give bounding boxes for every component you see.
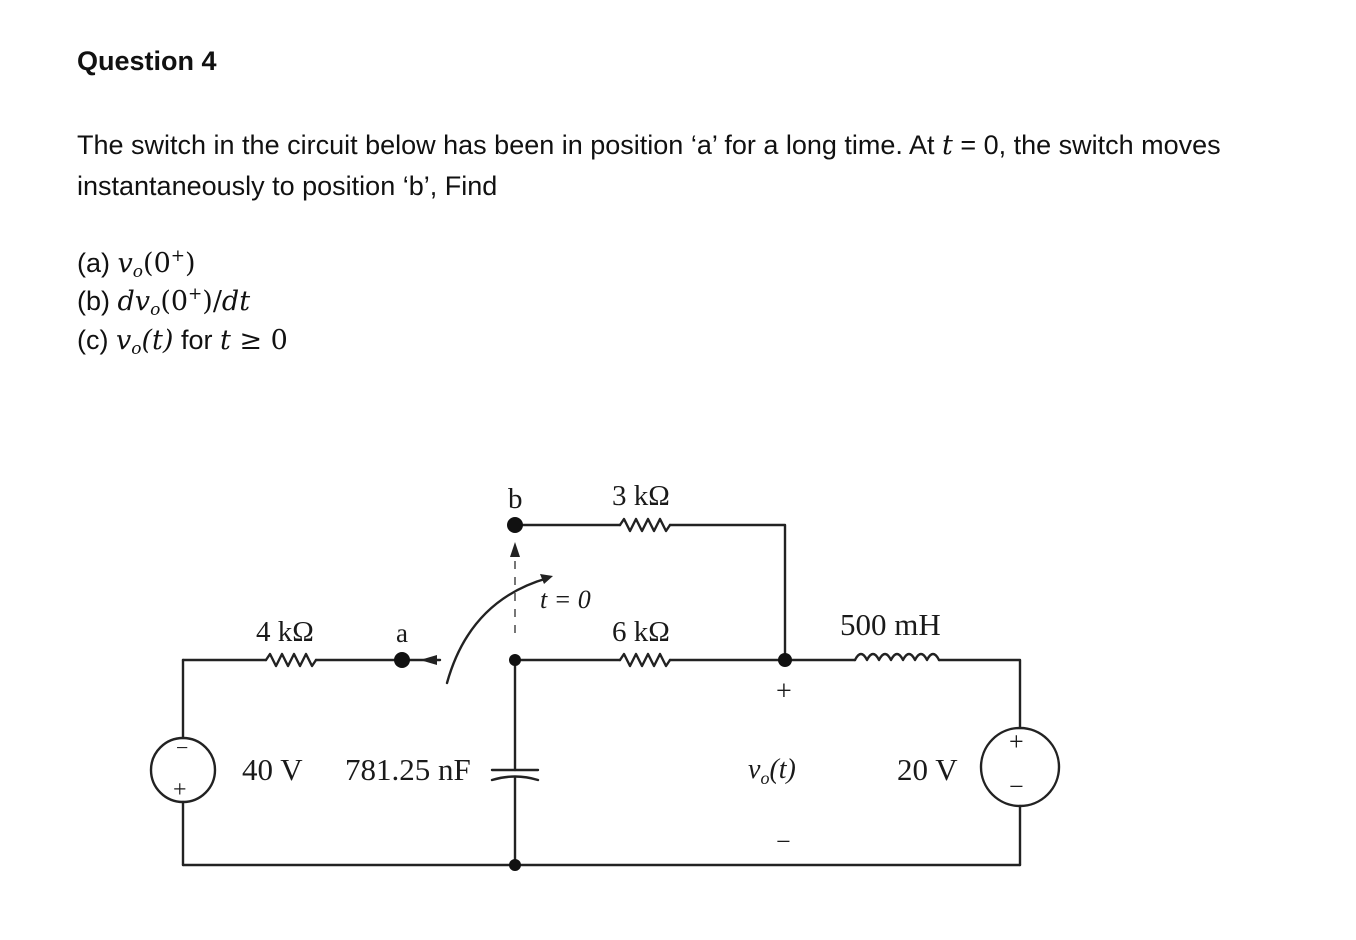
label-vo-v: v — [748, 754, 761, 785]
part-b-dv: dv — [117, 286, 151, 317]
label-node-b: b — [508, 483, 523, 515]
statement-text-2: = 0, the switch moves instantaneously to… — [77, 130, 1221, 201]
label-4k: 4 kΩ — [256, 616, 314, 648]
node-b-dot — [507, 517, 523, 533]
part-a-arg-close: ) — [185, 248, 196, 279]
label-vo-plus: + — [776, 676, 792, 707]
part-a-v: v — [117, 248, 133, 279]
label-vo-arg: (t) — [769, 754, 795, 785]
part-c-arg: (t) — [141, 325, 174, 356]
part-a-label: (a) — [77, 248, 110, 278]
part-c: (c) vo(t) for t ≥ 0 — [77, 320, 288, 361]
part-b: (b) dvo(0+)/dt — [77, 281, 250, 322]
part-b-sub: o — [150, 300, 161, 320]
label-6k: 6 kΩ — [612, 616, 670, 648]
label-vo-minus: − — [776, 827, 791, 856]
source-40v-minus: − — [176, 735, 188, 760]
statement-t-variable: t — [941, 130, 953, 161]
question-heading: Question 4 — [77, 46, 217, 76]
switch-arrowhead-a — [420, 655, 437, 665]
part-b-label: (b) — [77, 286, 110, 316]
capacitor-plate-bottom — [490, 775, 540, 782]
label-inductor: 500 mH — [840, 607, 941, 642]
label-node-a: a — [396, 618, 408, 648]
wire-3k-to-right — [668, 523, 787, 662]
label-switch-time: t = 0 — [540, 585, 591, 614]
resistor-6k — [618, 652, 672, 668]
part-b-arg-close: )/ — [202, 286, 222, 317]
part-a-sub: o — [132, 262, 144, 282]
part-c-for: for — [180, 325, 213, 355]
label-20v: 20 V — [897, 752, 958, 787]
part-b-dt: dt — [221, 286, 251, 317]
part-c-v: v — [116, 325, 132, 356]
wire-inductor-to-right — [937, 658, 1022, 730]
label-capacitor: 781.25 nF — [345, 752, 471, 787]
switch-arrowhead-b — [510, 542, 520, 557]
part-c-condition: ≥ 0 — [230, 325, 288, 356]
node-vo-dot — [778, 653, 792, 667]
part-a-sup: + — [170, 246, 185, 266]
part-a-arg-open: (0 — [143, 248, 171, 279]
source-40v-circle — [149, 736, 217, 804]
part-c-label: (c) — [77, 325, 109, 355]
part-b-arg-open: (0 — [160, 286, 189, 317]
switch-arm — [445, 576, 550, 685]
source-20v-circle — [979, 726, 1061, 808]
resistor-3k — [618, 517, 672, 533]
part-b-sup: + — [188, 284, 203, 304]
part-a: (a) vo(0+) — [77, 243, 196, 284]
problem-statement: The switch in the circuit below has been… — [77, 125, 1307, 206]
label-40v: 40 V — [242, 752, 303, 787]
statement-text-1: The switch in the circuit below has been… — [77, 130, 942, 160]
label-3k: 3 kΩ — [612, 480, 670, 512]
node-bottom-dot — [509, 859, 521, 871]
part-c-t: t — [219, 325, 231, 356]
circuit-diagram: 3 kΩ 4 kΩ 6 kΩ 500 mH a b t = 0 40 V 781… — [149, 480, 1061, 871]
inductor-coil — [853, 652, 941, 662]
switch-arm-arrowhead — [540, 574, 553, 584]
label-vo: vo(t) — [748, 754, 796, 788]
node-mid-dot — [509, 654, 521, 666]
resistor-4k — [264, 652, 318, 668]
source-20v-minus: − — [1009, 772, 1024, 801]
node-a-dot — [394, 652, 410, 668]
part-c-sub: o — [131, 339, 142, 359]
source-40v-plus: + — [173, 777, 187, 803]
label-vo-sub: o — [760, 768, 769, 788]
source-20v-plus: + — [1009, 727, 1024, 756]
